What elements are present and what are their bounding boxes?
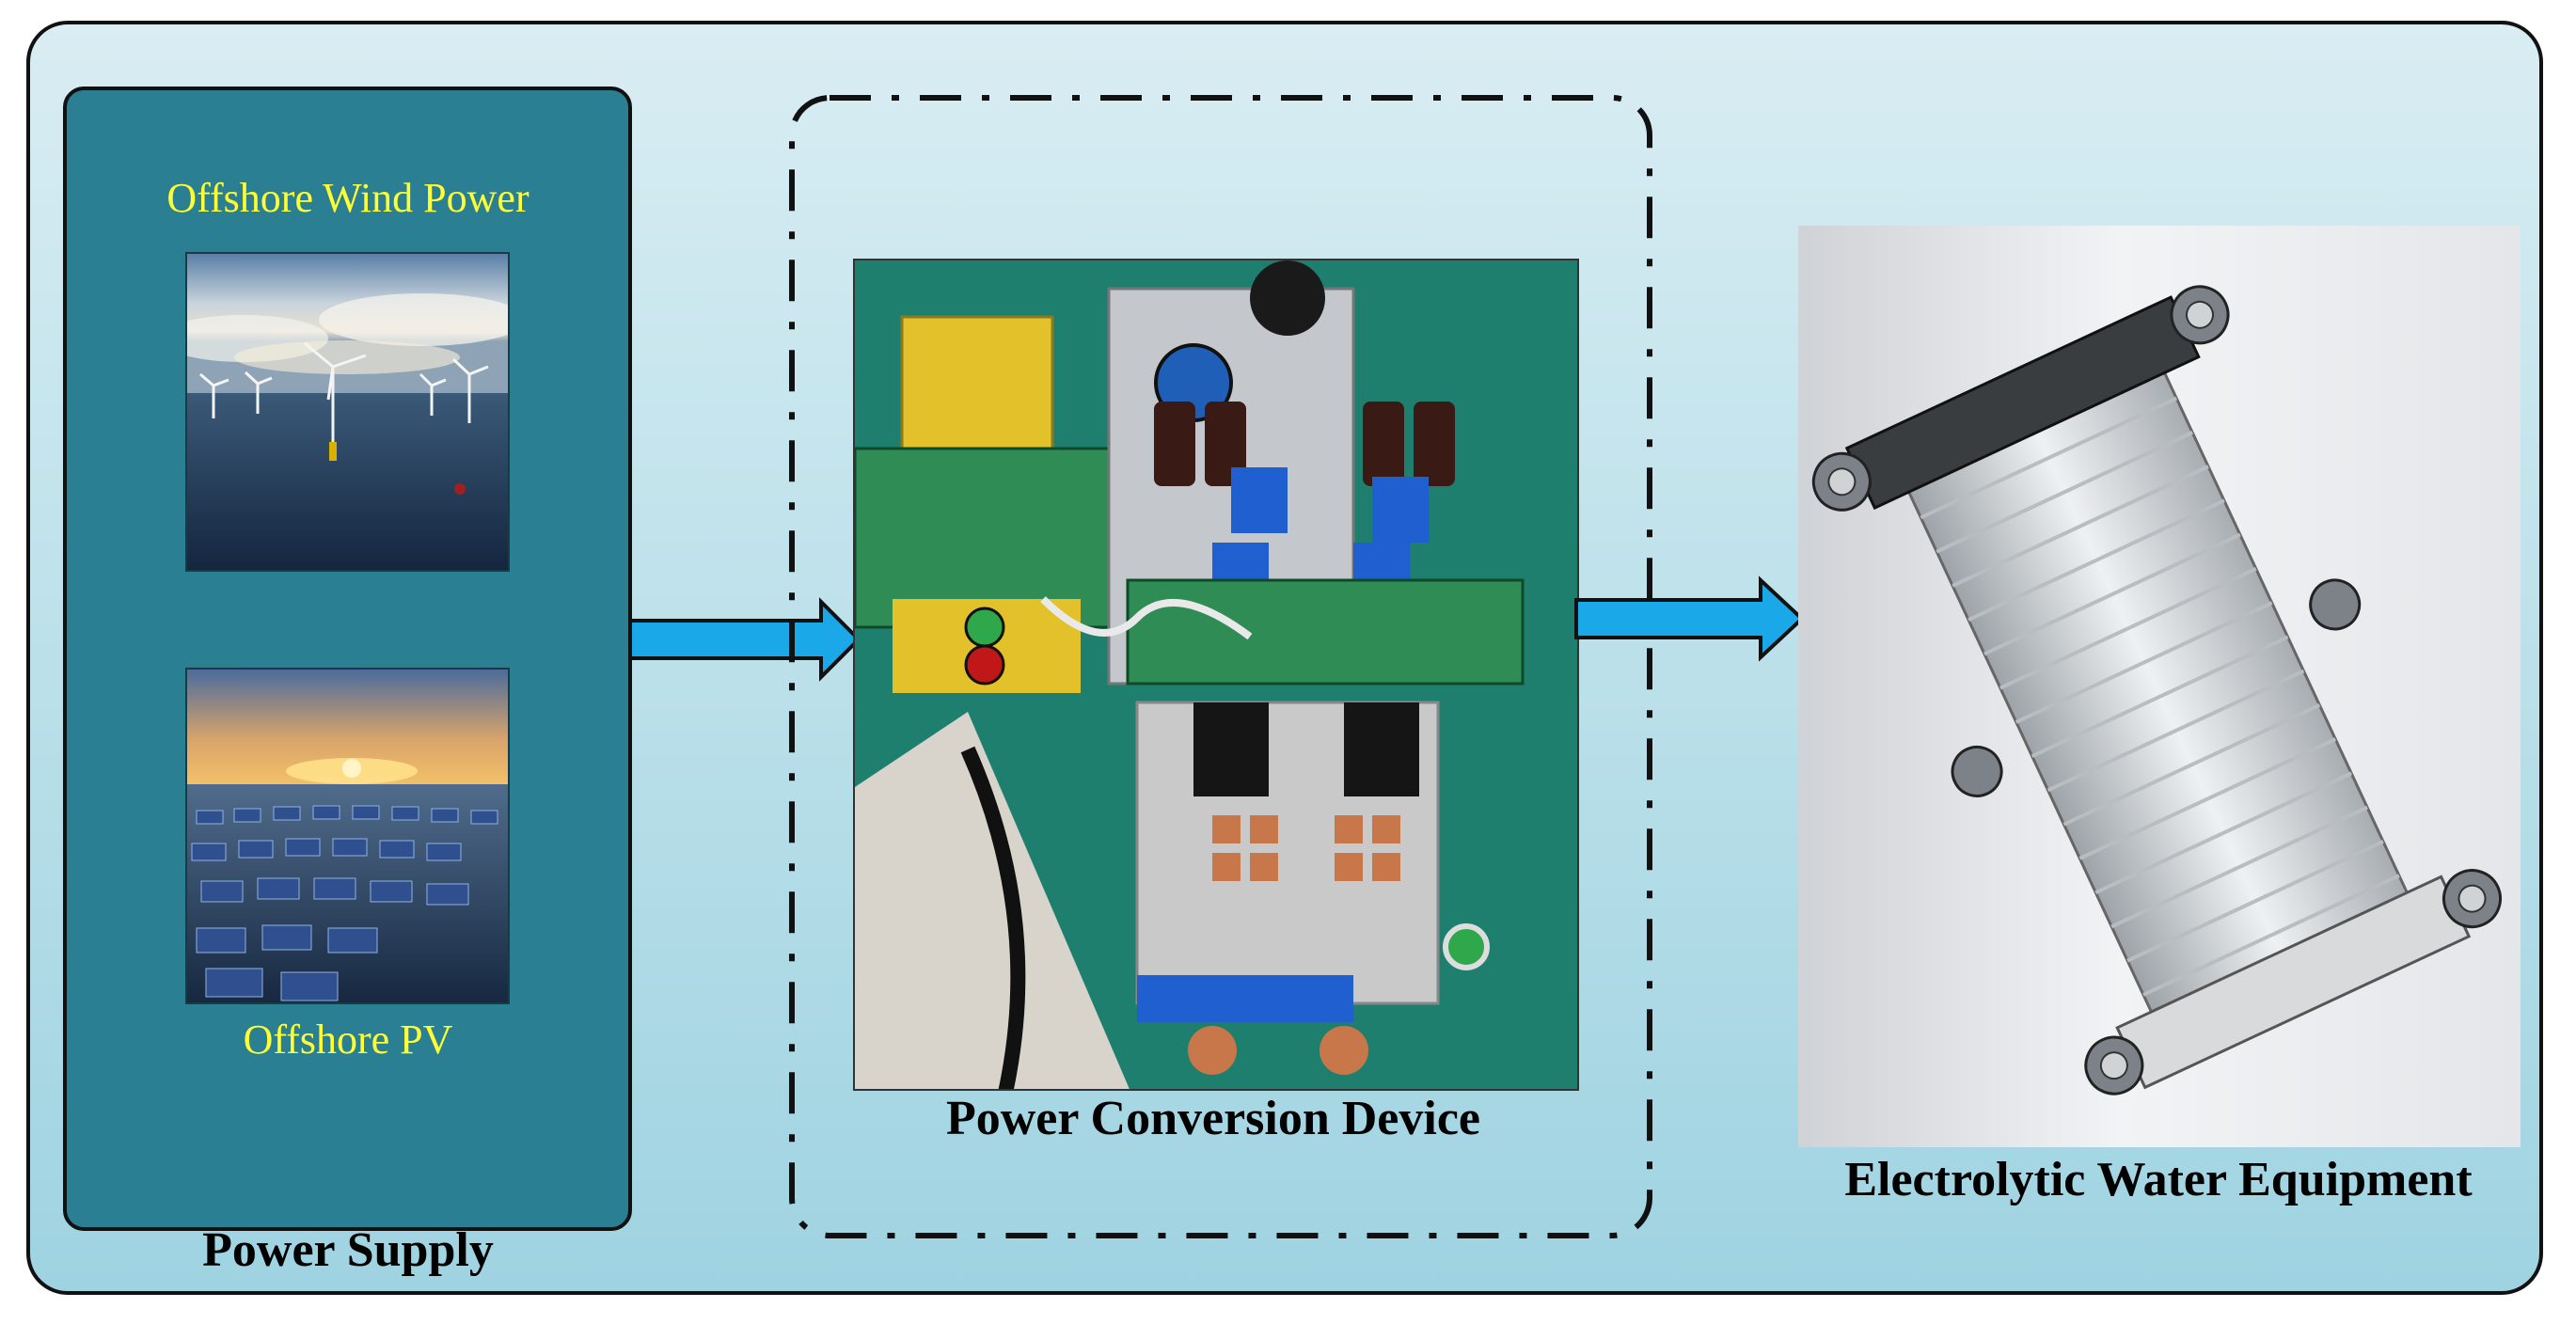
offshore-wind-label: Offshore Wind Power: [166, 175, 529, 221]
converter-board-illustration: [855, 260, 1577, 1089]
electrolytic-equipment-caption: Electrolytic Water Equipment: [1844, 1153, 2473, 1206]
offshore-wind-photo: [185, 252, 510, 572]
offshore-pv-photo: [185, 668, 510, 1004]
supply-to-device-arrow: [628, 597, 861, 682]
wind-turbine-illustration: [187, 254, 508, 570]
device-to-electrolysis-arrow: [1574, 575, 1805, 662]
power-conversion-boundary: [789, 95, 1652, 1238]
electrolyzer-stack-illustration: [1811, 285, 2503, 1095]
power-conversion-caption: Power Conversion Device: [945, 1092, 1480, 1145]
power-supply-caption: Power Supply: [202, 1223, 494, 1277]
electrolyzer-photo: [1798, 226, 2521, 1147]
power-conversion-device-photo: [853, 259, 1579, 1091]
offshore-pv-label: Offshore PV: [243, 1017, 453, 1063]
solar-farm-illustration: [187, 670, 508, 1002]
